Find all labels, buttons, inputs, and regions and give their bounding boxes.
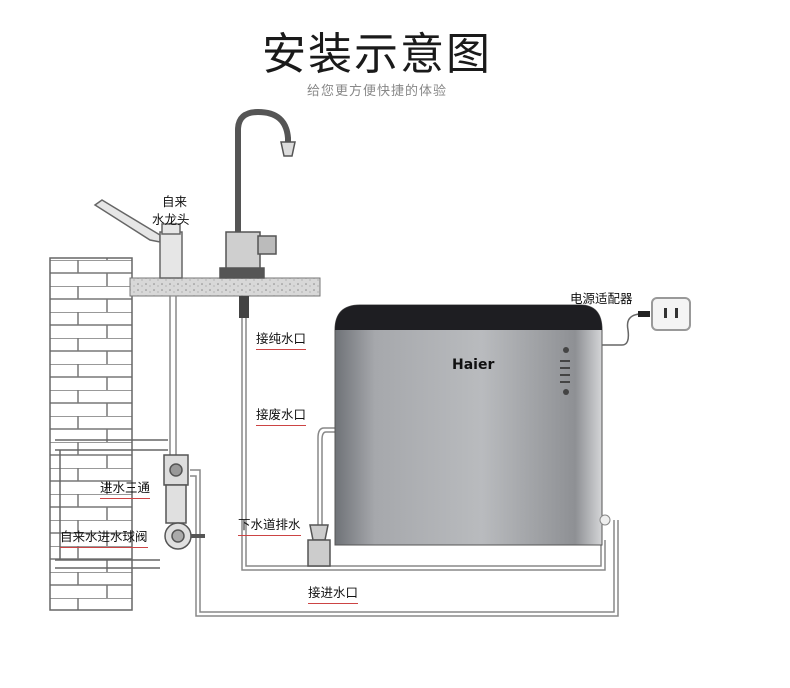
brand-logo: Haier [452,357,495,373]
pipes [169,296,619,617]
inlet-tee [163,454,189,486]
pure-water-faucet [219,108,296,279]
label-tap-faucet-2: 水龙头 [152,212,190,227]
brick-wall [49,257,133,611]
ball-valve [164,484,205,550]
label-pure-outlet: 接纯水口 [256,328,307,350]
label-power-adapter: 电源适配器 [570,291,633,306]
water-purifier [334,304,611,546]
page-title: 安装示意图 [262,29,492,80]
tap-faucet [93,199,183,279]
label-tap-faucet-1: 自来 [162,194,188,209]
label-inlet: 接进水口 [308,582,359,604]
cabinet [55,439,168,569]
page-subtitle: 给您更方便快捷的体验 [307,84,448,99]
power-outlet-icon [638,297,691,331]
drain-fitting [307,524,331,567]
label-drain: 下水道排水 [238,514,301,536]
power-cord [602,313,648,346]
label-tee: 进水三通 [100,477,151,499]
label-waste-outlet: 接废水口 [256,404,307,426]
pure-outlet-fitting [239,296,249,318]
countertop [129,277,321,297]
label-ball-valve: 自来水进水球阀 [60,526,148,548]
